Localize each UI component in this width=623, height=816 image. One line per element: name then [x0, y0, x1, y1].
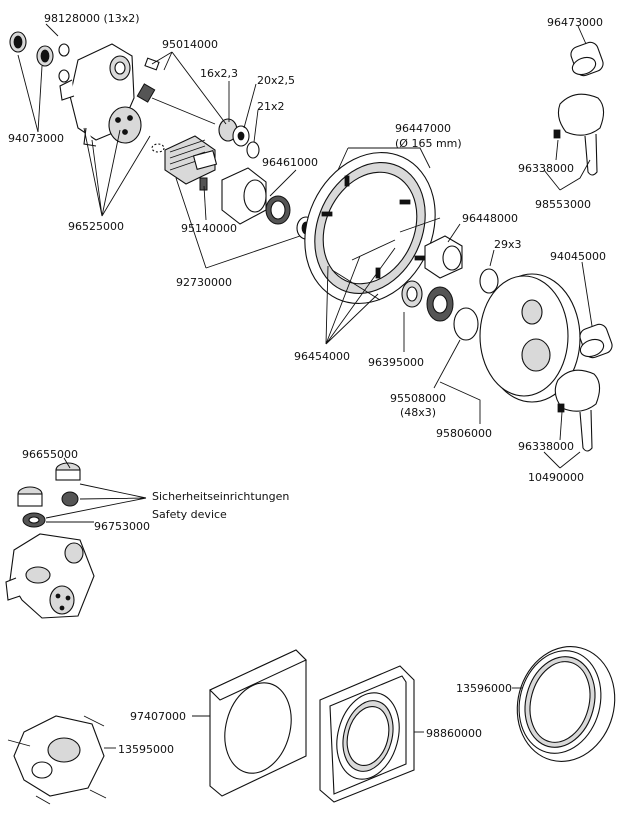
label-95140000: 95140000 [181, 222, 237, 235]
label-21x2: 21x2 [257, 100, 285, 113]
label-96461000: 96461000 [262, 156, 318, 169]
knob-94045000 [579, 323, 613, 359]
label-95806000: 95806000 [436, 427, 492, 440]
label-96473000: 96473000 [547, 16, 603, 29]
screws-96454000 [331, 217, 441, 301]
label-96753000: 96753000 [94, 520, 150, 533]
label-94045000: 94045000 [550, 250, 606, 263]
label-96395000: 96395000 [368, 356, 424, 369]
collar-96395000 [401, 280, 454, 322]
frame-98860000 [319, 665, 415, 803]
label-96655000: 96655000 [22, 448, 78, 461]
safety-caps [17, 462, 81, 528]
label-98860000: 98860000 [426, 727, 482, 740]
label-96338000-bot: 96338000 [518, 440, 574, 453]
plate-97407000 [209, 649, 307, 797]
ring-29x3 [479, 268, 499, 294]
valve-body [59, 43, 142, 147]
check-valve-cartridges [9, 31, 54, 67]
label-95014000: 95014000 [162, 38, 218, 51]
lever-98553000 [553, 93, 605, 176]
label-13595000: 13595000 [118, 743, 174, 756]
label-safety-de: Sicherheitseinrichtungen [152, 490, 289, 503]
sleeve-96461000 [221, 167, 267, 225]
label-96525000: 96525000 [68, 220, 124, 233]
o-rings-13x2 [58, 43, 70, 83]
label-92730000: 92730000 [176, 276, 232, 289]
thermostat-cartridge [151, 135, 218, 191]
lever-10490000 [554, 369, 601, 452]
valve-body-13595000 [7, 715, 107, 805]
label-98128000: 98128000 (13x2) [44, 12, 140, 25]
label-96448000: 96448000 [462, 212, 518, 225]
label-97407000: 97407000 [130, 710, 186, 723]
safety-valve-body [5, 533, 95, 619]
small-rings-set [218, 118, 260, 159]
label-96454000: 96454000 [294, 350, 350, 363]
ring-13596000 [516, 646, 616, 762]
label-safety-en: Safety device [152, 508, 227, 521]
rough-backplate [304, 152, 436, 304]
label-95508000-sub: (48x3) [400, 406, 436, 419]
label-96338000-top: 96338000 [518, 162, 574, 175]
label-20x25: 20x2,5 [257, 74, 295, 87]
label-98553000: 98553000 [535, 198, 591, 211]
label-96447000-sub: (Ø 165 mm) [395, 137, 462, 150]
label-16x23: 16x2,3 [200, 67, 238, 80]
extension-96448000 [414, 235, 463, 279]
label-94073000: 94073000 [8, 132, 64, 145]
cap-96473000 [570, 41, 604, 77]
label-95508000: 95508000 [390, 392, 446, 405]
leader-lines [17, 23, 593, 749]
label-29x3: 29x3 [494, 238, 522, 251]
ring-95508000 [453, 307, 479, 341]
part-labels: 98128000 (13x2) 95014000 16x2,3 20x2,5 2… [8, 12, 606, 756]
label-10490000: 10490000 [528, 471, 584, 484]
label-96447000: 96447000 [395, 122, 451, 135]
label-13596000: 13596000 [456, 682, 512, 695]
